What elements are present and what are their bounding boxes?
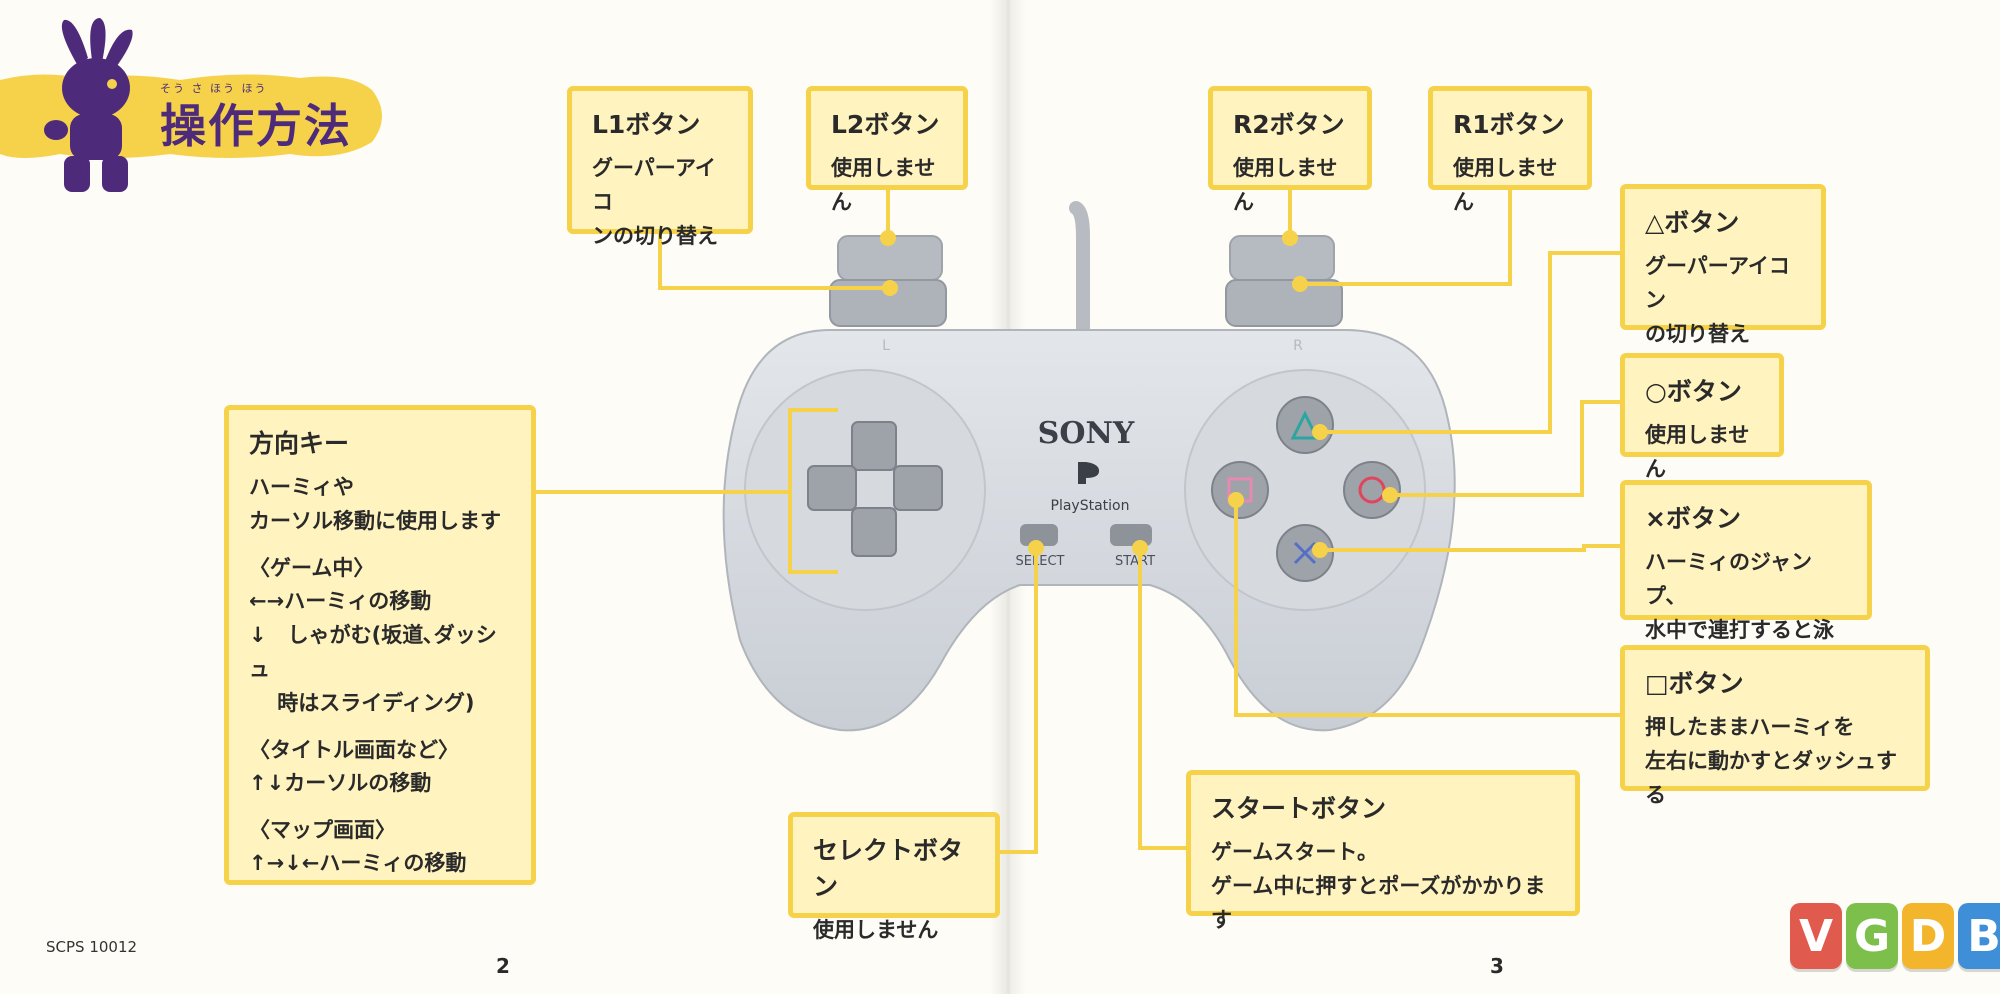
vgdb-letter: D bbox=[1902, 903, 1954, 969]
dpad-map-lines: ↑→↓←ハーミィの移動 bbox=[249, 851, 467, 875]
square-button-box: □ボタン 押したままハーミィを 左右に動かすとダッシュする bbox=[1620, 645, 1930, 807]
l2-desc: 使用しません bbox=[831, 156, 936, 214]
title-ruby: そう さ ほう ほう bbox=[160, 82, 268, 95]
r2-desc: 使用しません bbox=[1233, 156, 1338, 214]
page-number-right: 3 bbox=[1490, 954, 1504, 978]
dpad-heading: 方向キー bbox=[249, 429, 350, 458]
dpad-title-screen-title: 〈タイトル画面など〉 bbox=[249, 738, 459, 762]
dpad-desc: ハーミィや カーソル移動に使用します bbox=[249, 475, 501, 533]
dpad-title-screen-lines: ↑↓カーソルの移動 bbox=[249, 771, 432, 795]
cable bbox=[1069, 201, 1090, 345]
select-button-box: セレクトボタン 使用しません bbox=[788, 812, 1000, 942]
cross-heading: ×ボタン bbox=[1645, 504, 1741, 533]
l1-heading: L1ボタン bbox=[592, 110, 701, 139]
circle-button-box: ○ボタン 使用しません bbox=[1620, 353, 1784, 481]
page-number-left: 2 bbox=[496, 954, 510, 978]
dpad-box: 方向キー ハーミィや カーソル移動に使用します 〈ゲーム中〉 ←→ハーミィの移動… bbox=[224, 405, 536, 885]
square-heading: □ボタン bbox=[1645, 669, 1744, 698]
playstation-logo-icon bbox=[1078, 462, 1100, 484]
start-button-box: スタートボタン ゲームスタート。 ゲーム中に押すとポーズがかかります bbox=[1186, 770, 1580, 932]
triangle-heading: △ボタン bbox=[1645, 208, 1740, 237]
select-label: SELECT bbox=[1016, 554, 1065, 569]
r2-shoulder-button bbox=[1229, 235, 1335, 281]
l1-shoulder-button bbox=[829, 279, 947, 327]
playstation-logo-text: PlayStation bbox=[1051, 498, 1130, 514]
r-label: R bbox=[1293, 338, 1303, 354]
vgdb-watermark: V G D B bbox=[1790, 903, 2000, 973]
triangle-button-box: △ボタン グーパーアイコン の切り替え bbox=[1620, 184, 1826, 346]
triangle-desc: グーパーアイコン の切り替え bbox=[1645, 254, 1790, 346]
dpad-game-lines: ←→ハーミィの移動 ↓ しゃがむ(坂道､ダッシュ 時はスライディング) bbox=[249, 589, 497, 715]
r1-desc: 使用しません bbox=[1453, 156, 1558, 214]
l1-desc: グーパーアイコ ンの切り替え bbox=[592, 156, 718, 248]
l2-heading: L2ボタン bbox=[831, 110, 940, 139]
dpad-map-title: 〈マップ画面〉 bbox=[249, 818, 396, 842]
circle-heading: ○ボタン bbox=[1645, 377, 1742, 406]
start-desc: ゲームスタート。 ゲーム中に押すとポーズがかかります bbox=[1211, 840, 1546, 932]
r1-button-box: R1ボタン 使用しません bbox=[1428, 86, 1592, 214]
square-desc: 押したままハーミィを 左右に動かすとダッシュする bbox=[1645, 715, 1897, 807]
r1-heading: R1ボタン bbox=[1453, 110, 1565, 139]
start-heading: スタートボタン bbox=[1211, 794, 1387, 823]
connector-lines bbox=[536, 190, 1622, 854]
dpad-game-title: 〈ゲーム中〉 bbox=[249, 556, 375, 580]
sony-logo-text: SONY bbox=[1038, 416, 1135, 451]
dpad bbox=[807, 421, 943, 557]
page-title: 操作方法 bbox=[160, 99, 352, 153]
r1-shoulder-button bbox=[1225, 279, 1343, 327]
select-heading: セレクトボタン bbox=[813, 836, 964, 901]
cross-button-box: ×ボタン ハーミィのジャンプ、 水中で連打すると泳ぐ bbox=[1620, 480, 1872, 676]
select-button bbox=[1020, 524, 1058, 546]
vgdb-letter: G bbox=[1846, 903, 1898, 969]
r2-heading: R2ボタン bbox=[1233, 110, 1345, 139]
l-label: L bbox=[882, 338, 890, 354]
select-desc: 使用しません bbox=[813, 918, 939, 942]
vgdb-letter: B bbox=[1958, 903, 2000, 969]
l1-button-box: L1ボタン グーパーアイコ ンの切り替え bbox=[567, 86, 753, 248]
start-label: START bbox=[1115, 554, 1155, 569]
product-code: SCPS 10012 bbox=[46, 938, 138, 956]
cross-desc: ハーミィのジャンプ、 水中で連打すると泳ぐ bbox=[1645, 550, 1834, 676]
vgdb-letter: V bbox=[1790, 903, 1842, 969]
r2-button-box: R2ボタン 使用しません bbox=[1208, 86, 1372, 214]
mascot-rabbit-icon bbox=[44, 18, 133, 192]
circle-desc: 使用しません bbox=[1645, 423, 1750, 481]
l2-button-box: L2ボタン 使用しません bbox=[806, 86, 968, 214]
